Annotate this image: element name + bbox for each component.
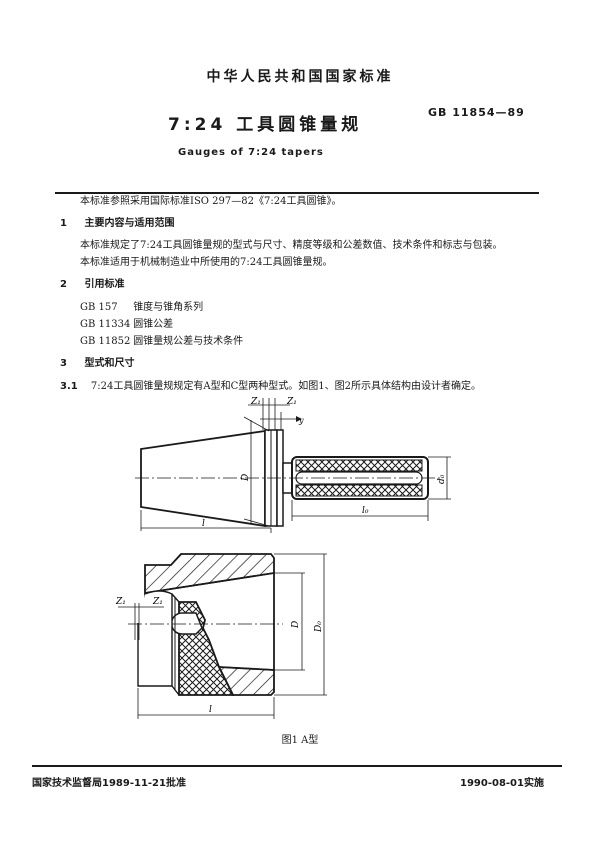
label-z1-lower-b: Z₁ (152, 597, 163, 607)
section-number: 1 (60, 218, 67, 229)
plug-gauge-drawing (135, 398, 451, 533)
subsection-text: 7:24工具圆锥量规规定有A型和C型两种型式。如图1、图2所示具体结构由设计者确… (90, 381, 481, 392)
approval-date: 国家技术监督局1989-11-21批准 (32, 778, 186, 789)
footer-divider (32, 765, 562, 767)
reference-code: GB 157 (80, 302, 118, 313)
reference-item: GB 157 锥度与锥角系列 (80, 298, 203, 313)
standard-number: GB 11854—89 (428, 106, 525, 119)
implementation-date: 1990-08-01实施 (460, 778, 544, 789)
label-z1-left: Z₁ (250, 397, 261, 407)
ring-gauge-drawing (118, 553, 327, 719)
section-2-heading: 2 引用标准 (60, 275, 124, 290)
reference-item: GB 11852 圆锥量规公差与技术条件 (80, 332, 243, 347)
reference-code: GB 11334 (80, 319, 131, 330)
figure-caption: 图1 A型 (281, 735, 319, 746)
intro-paragraph: 本标准参照采用国际标准ISO 297—82《7:24工具圆锥》。 (80, 196, 342, 207)
reference-title: 圆锥量规公差与技术条件 (133, 336, 244, 347)
label-z1-lower-a: Z₁ (115, 597, 126, 607)
reference-title: 圆锥公差 (133, 319, 174, 330)
section-1-heading: 1 主要内容与适用范围 (60, 214, 174, 229)
document-title-english: Gauges of 7:24 tapers (178, 147, 324, 158)
label-z1-right: Z₁ (286, 397, 297, 407)
section-title: 型式和尺寸 (84, 358, 135, 369)
reference-item: GB 11334 圆锥公差 (80, 315, 173, 330)
document-title: 7:24 工具圆锥量规 (168, 115, 363, 135)
header-divider (55, 192, 539, 194)
subsection-number: 3.1 (60, 381, 78, 392)
label-l-lower: l (209, 705, 212, 715)
section-number: 3 (60, 358, 67, 369)
subsection-3-1: 3.1 7:24工具圆锥量规规定有A型和C型两种型式。如图1、图2所示具体结构由… (60, 377, 481, 392)
section-number: 2 (60, 279, 67, 290)
label-y: y (298, 416, 304, 425)
section-title: 主要内容与适用范围 (84, 218, 175, 229)
label-d0: d₀ (437, 474, 447, 484)
label-D0: D₀ (314, 621, 324, 633)
section-3-heading: 3 型式和尺寸 (60, 354, 134, 369)
issuer-heading: 中华人民共和国国家标准 (206, 69, 394, 85)
section-1-paragraph-1: 本标准规定了7:24工具圆锥量规的型式与尺寸、精度等级和公差数值、技术条件和标志… (80, 240, 503, 251)
reference-title: 锥度与锥角系列 (133, 302, 204, 313)
label-l: l (202, 519, 205, 529)
reference-code: GB 11852 (80, 336, 131, 347)
section-title: 引用标准 (84, 279, 125, 290)
label-l0: l₀ (362, 506, 369, 516)
label-D-lower: D (291, 621, 301, 629)
section-1-paragraph-2: 本标准适用于机械制造业中所使用的7:24工具圆锥量规。 (80, 257, 333, 268)
label-D: D (241, 474, 251, 482)
